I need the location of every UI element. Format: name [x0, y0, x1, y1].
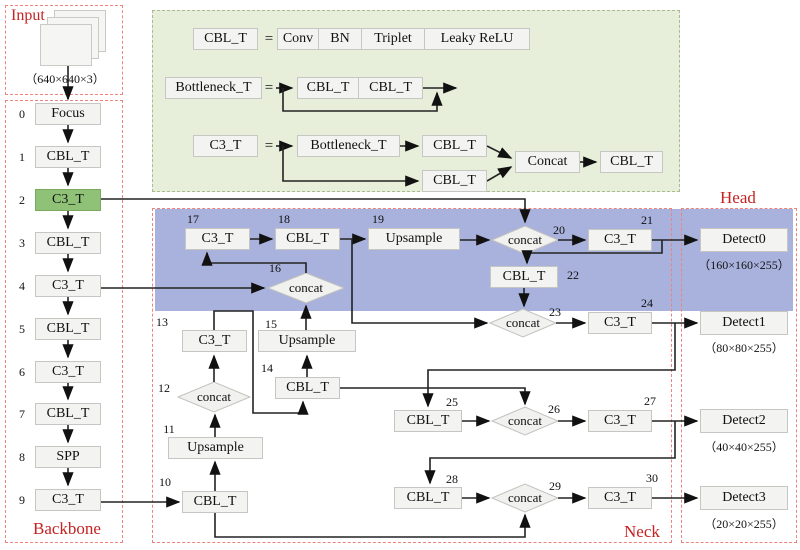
- detect0-box: Detect0: [700, 228, 788, 252]
- node-number: 22: [567, 268, 579, 282]
- node-number: 12: [158, 381, 170, 395]
- legend-bottleneck-cblt2: CBL_T: [358, 77, 423, 99]
- node-15-upsample: Upsample: [258, 330, 356, 352]
- legend-c3-cblt-bottom: CBL_T: [422, 170, 487, 192]
- legend-c3-concat-box: Concat: [515, 151, 580, 173]
- node-29-concat: concat: [508, 490, 542, 505]
- node-number: 30: [646, 471, 658, 485]
- legend-bottleneck-cblt1: CBL_T: [297, 77, 359, 99]
- legend-c3-bottleneck-box: Bottleneck_T: [297, 135, 400, 157]
- detect3-box: Detect3: [700, 486, 788, 510]
- node-number: 28: [446, 472, 458, 486]
- node-number: 27: [644, 394, 656, 408]
- detect0-dims: （160×160×255）: [698, 258, 790, 272]
- node-number: 19: [372, 212, 384, 226]
- node-number: 20: [553, 223, 565, 237]
- legend-c3-cblt-top: CBL_T: [422, 135, 487, 157]
- layer-number: 4: [19, 279, 25, 293]
- layer-number: 1: [19, 150, 25, 164]
- neck-region: [152, 208, 672, 543]
- node-13-c3t: C3_T: [182, 330, 247, 352]
- node-16-concat: concat: [289, 280, 323, 295]
- node-number: 10: [159, 475, 171, 489]
- input-dims: （640×640×3）: [25, 72, 105, 86]
- legend-c3t-box: C3_T: [193, 135, 258, 157]
- legend-bn-box: BN: [318, 28, 362, 50]
- node-number: 21: [641, 213, 653, 227]
- legend-triplet-box: Triplet: [361, 28, 425, 50]
- layer-number: 6: [19, 365, 25, 379]
- detect1-dims: （80×80×255）: [704, 341, 784, 355]
- node-20-concat: concat: [508, 232, 542, 247]
- detect3-dims: （20×20×255）: [704, 517, 784, 531]
- layer-number: 8: [19, 450, 25, 464]
- input-title: Input: [11, 7, 45, 24]
- layer-number: 3: [19, 236, 25, 250]
- node-number: 29: [549, 479, 561, 493]
- detect2-dims: （40×40×255）: [704, 440, 784, 454]
- node-number: 24: [641, 296, 653, 310]
- backbone-layer-c3t: C3_T: [35, 361, 101, 383]
- node-17-c3t: C3_T: [185, 228, 250, 250]
- legend-bottleneck-box: Bottleneck_T: [165, 77, 262, 99]
- equals-sign: =: [264, 80, 274, 96]
- backbone-layer-cblt: CBL_T: [35, 146, 101, 168]
- node-24-c3t: C3_T: [588, 312, 652, 334]
- backbone-layer-cblt: CBL_T: [35, 403, 101, 425]
- concat-diamond-16: [266, 272, 346, 304]
- equals-sign: =: [264, 31, 274, 47]
- node-number: 18: [278, 212, 290, 226]
- legend-cblt-box: CBL_T: [193, 28, 258, 50]
- input-image-stack-icon: [40, 24, 92, 66]
- node-19-upsample: Upsample: [368, 228, 460, 250]
- neck-title: Neck: [624, 522, 660, 541]
- backbone-layer-spp: SPP: [35, 446, 101, 468]
- node-number: 17: [187, 212, 199, 226]
- detect1-box: Detect1: [700, 311, 788, 335]
- head-region: [681, 208, 797, 543]
- node-18-cblt: CBL_T: [275, 228, 340, 250]
- backbone-layer-c3t: C3_T: [35, 489, 101, 511]
- head-title: Head: [720, 188, 756, 207]
- node-30-c3t: C3_T: [588, 487, 652, 509]
- node-11-upsample: Upsample: [168, 437, 263, 459]
- backbone-layer-c3t-highlighted: C3_T: [35, 189, 101, 211]
- layer-number: 0: [19, 107, 25, 121]
- layer-number: 2: [19, 193, 25, 207]
- node-number: 23: [549, 305, 561, 319]
- backbone-layer-c3t: C3_T: [35, 275, 101, 297]
- backbone-layer-cblt: CBL_T: [35, 318, 101, 340]
- node-21-c3t: C3_T: [588, 229, 652, 251]
- legend-c3-cblt-out: CBL_T: [600, 151, 663, 173]
- node-22-cblt: CBL_T: [490, 266, 558, 288]
- node-28-cblt: CBL_T: [394, 487, 462, 509]
- layer-number: 9: [19, 493, 25, 507]
- backbone-layer-cblt: CBL_T: [35, 232, 101, 254]
- head-highlight-band: [155, 209, 793, 311]
- legend-leaky-relu-box: Leaky ReLU: [424, 28, 530, 50]
- node-23-concat: concat: [506, 315, 540, 330]
- node-number: 16: [269, 261, 281, 275]
- concat-diamond-12: [176, 381, 252, 413]
- node-26-concat: concat: [508, 413, 542, 428]
- equals-sign: =: [264, 138, 274, 154]
- node-number: 14: [261, 361, 273, 375]
- node-25-cblt: CBL_T: [394, 410, 462, 432]
- node-12-concat: concat: [197, 389, 231, 404]
- node-14-cblt: CBL_T: [275, 377, 340, 399]
- node-number: 11: [163, 422, 175, 436]
- layer-number: 7: [19, 407, 25, 421]
- node-number: 26: [548, 402, 560, 416]
- detect2-box: Detect2: [700, 409, 788, 433]
- node-10-cblt: CBL_T: [182, 491, 248, 513]
- node-27-c3t: C3_T: [588, 410, 652, 432]
- backbone-layer-focus: Focus: [35, 103, 101, 125]
- node-number: 25: [446, 395, 458, 409]
- legend-conv-box: Conv: [277, 28, 319, 50]
- node-number: 13: [156, 315, 168, 329]
- layer-number: 5: [19, 322, 25, 336]
- node-number: 15: [265, 317, 277, 331]
- backbone-title: Backbone: [33, 519, 101, 538]
